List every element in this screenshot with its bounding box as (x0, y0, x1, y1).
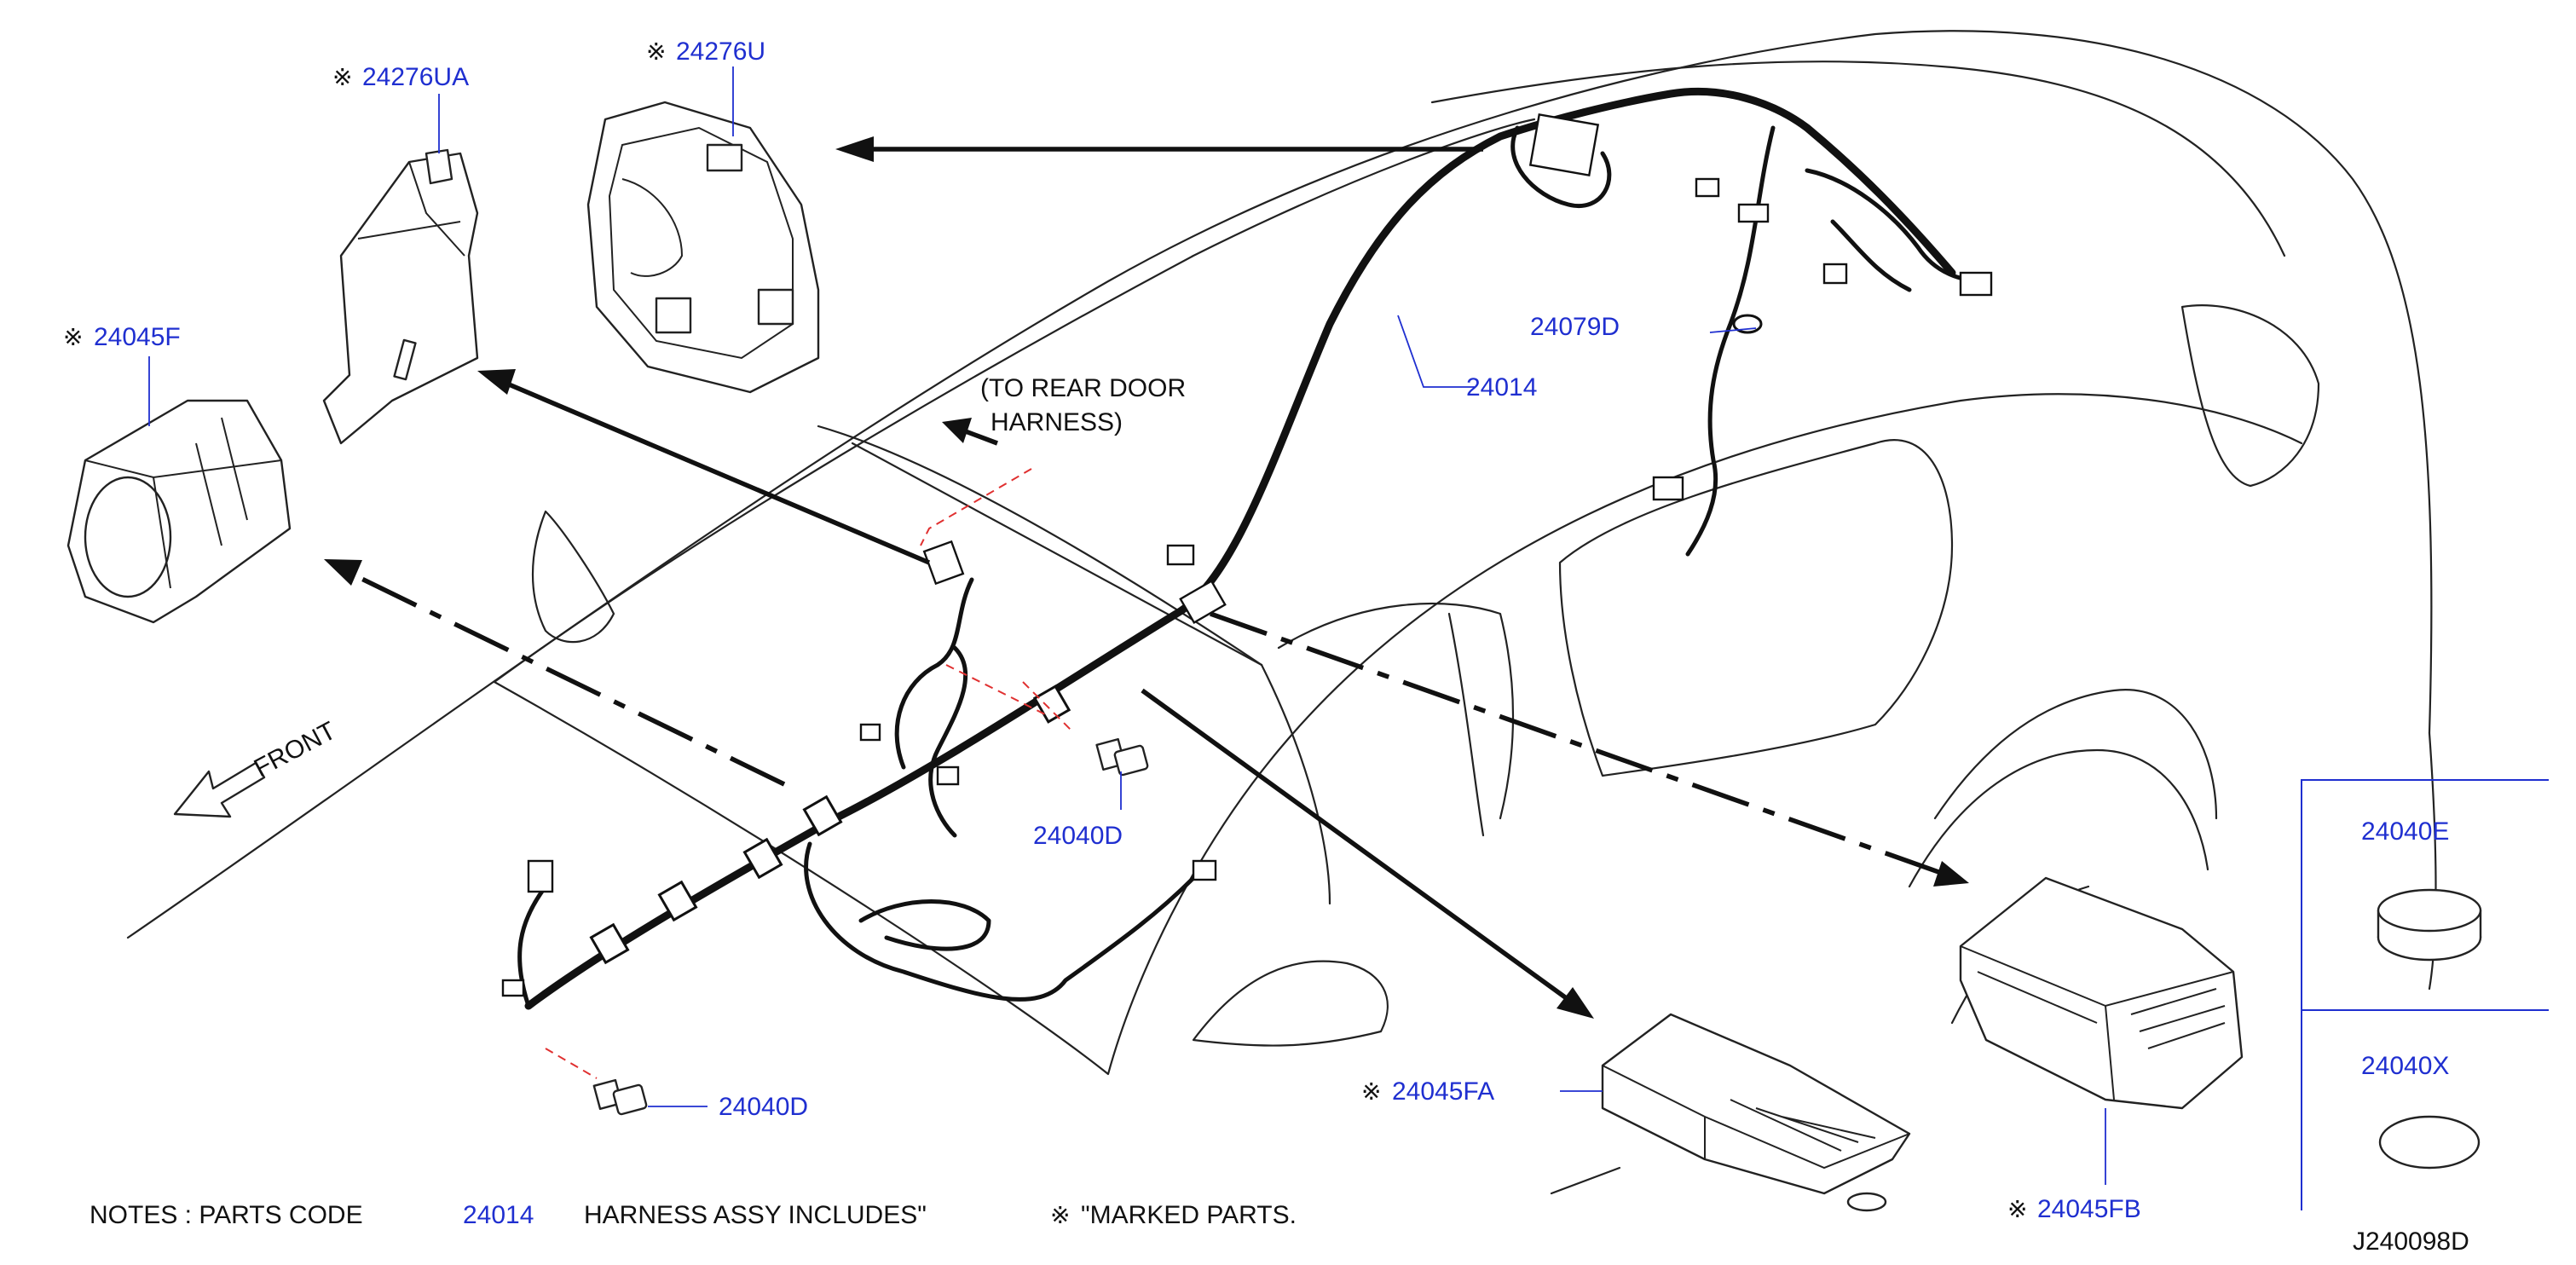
notes-line: NOTES : PARTS CODE 24014 HARNESS ASSY IN… (90, 1201, 1297, 1229)
label-24045fb: 24045FB (2037, 1195, 2141, 1223)
mark-symbol: ※ (332, 63, 352, 91)
notes-suffix: "MARKED PARTS. (1081, 1201, 1297, 1229)
rear-door-callout-line2: HARNESS) (991, 408, 1123, 436)
label-24276ua: 24276UA (362, 63, 469, 91)
connector-24045fb-icon (1959, 876, 2244, 1110)
harness-connectors (501, 113, 1993, 997)
notes-prefix: NOTES : PARTS CODE (90, 1201, 363, 1229)
label-24045fa: 24045FA (1392, 1077, 1494, 1106)
grommet-panel-frame (2301, 779, 2549, 1210)
label-24040e: 24040E (2361, 817, 2449, 846)
bracket-24276ua-icon (322, 148, 479, 445)
notes-middle: HARNESS ASSY INCLUDES" (584, 1201, 927, 1229)
label-24040d-low: 24040D (719, 1093, 808, 1121)
leader-lines (148, 66, 2106, 1185)
rear-door-callout-line1: (TO REAR DOOR (980, 374, 1186, 402)
cover-24276u-icon (586, 101, 820, 394)
callout-text: (TO REAR DOOR HARNESS) FRONT (250, 374, 1186, 783)
part-labels: ※ 24276UA ※ 24276U ※ 24045F 24079D 24014… (63, 38, 2449, 1223)
mark-symbol: ※ (646, 38, 666, 66)
mark-symbol: ※ (1050, 1201, 1070, 1229)
front-direction-arrow (173, 761, 266, 818)
label-24276u: 24276U (676, 38, 765, 66)
label-24040x: 24040X (2361, 1052, 2449, 1080)
car-body-outline (126, 30, 2437, 1195)
bolt-24040d-low-icon (592, 1078, 648, 1116)
connector-24045fa-icon (1601, 1013, 1911, 1212)
pointer-arrows (324, 136, 1969, 1019)
diagram-id: J240098D (2353, 1227, 2469, 1256)
front-label: FRONT (250, 717, 341, 783)
mark-symbol: ※ (2007, 1195, 2027, 1223)
alignment-dashes (545, 468, 1075, 1079)
grommet-24040e-icon (2377, 888, 2482, 962)
mark-symbol: ※ (1361, 1077, 1381, 1106)
notes-code: 24014 (463, 1201, 534, 1229)
plug-24040x-icon (2378, 1115, 2481, 1170)
label-24045f: 24045F (94, 323, 181, 351)
bolt-24040d-mid-icon (1095, 737, 1149, 777)
label-24014: 24014 (1466, 373, 1537, 401)
label-24079d: 24079D (1530, 313, 1620, 341)
label-24040d-mid: 24040D (1033, 822, 1123, 850)
mark-symbol: ※ (63, 323, 83, 351)
housing-24045f-icon (66, 399, 292, 624)
